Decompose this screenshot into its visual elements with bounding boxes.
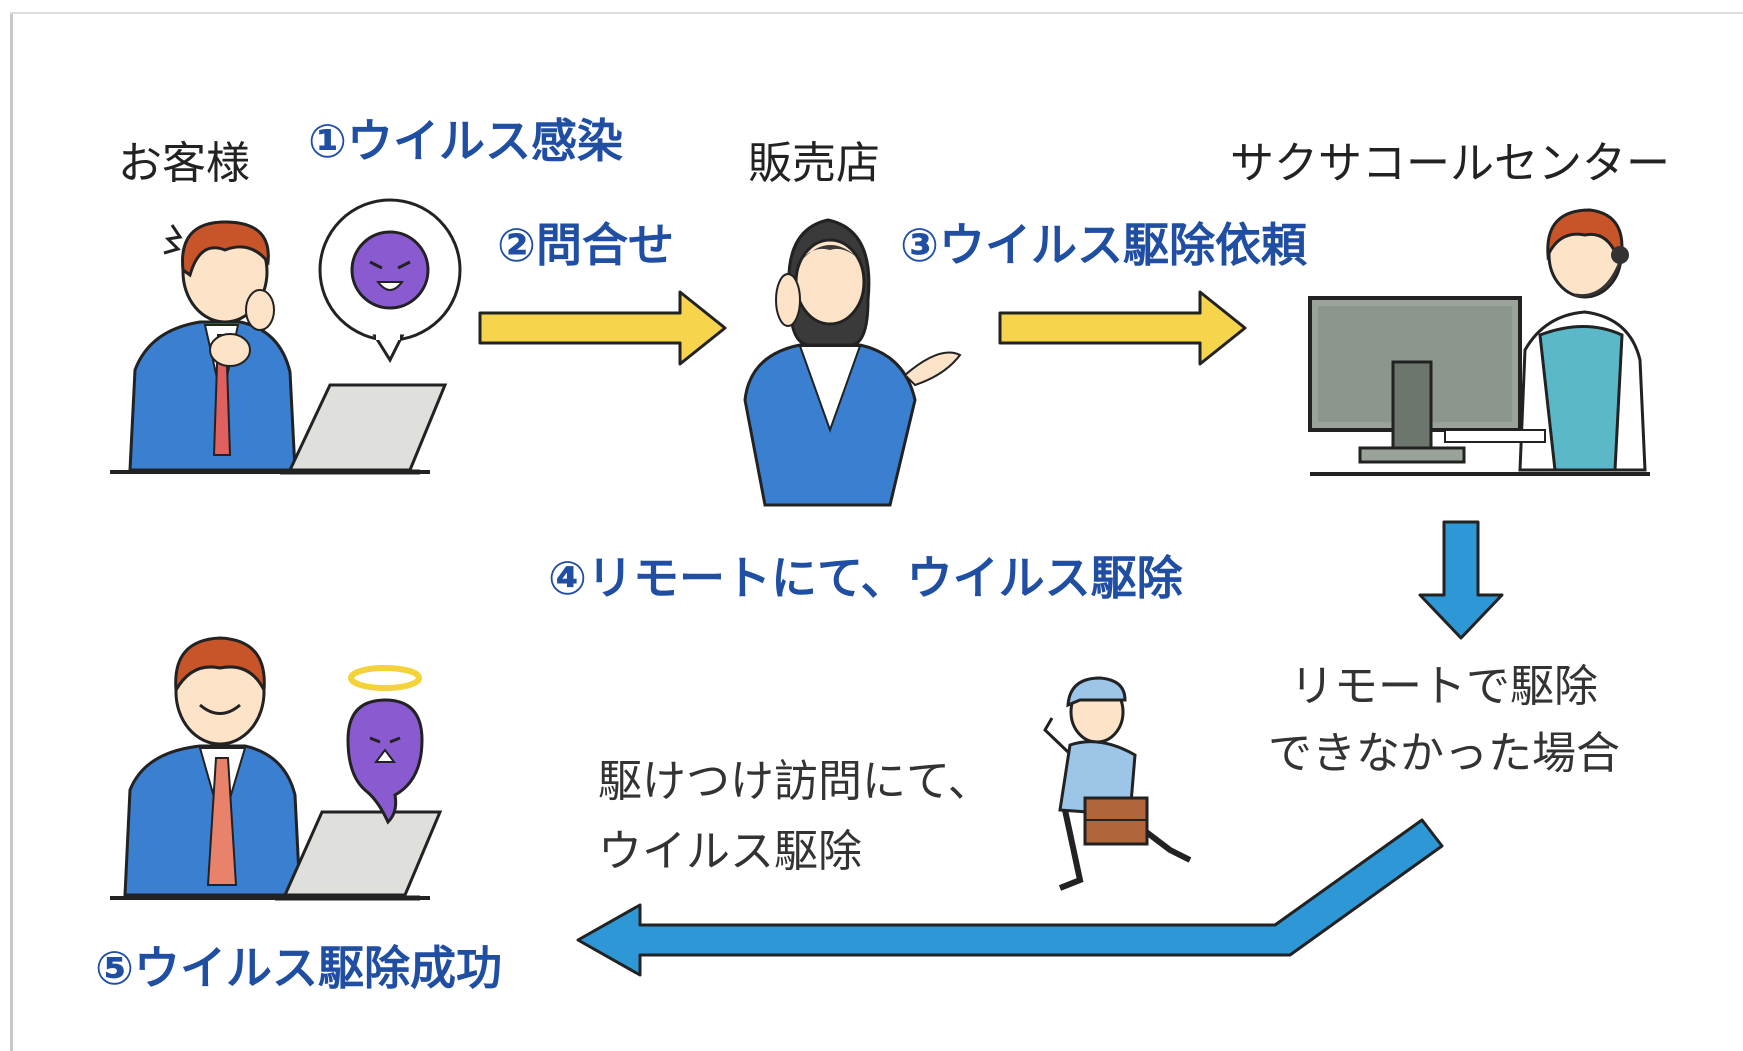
blue-arrow-down xyxy=(1418,520,1504,640)
visit-note-line-1: 駆けつけ訪問にて、 xyxy=(598,756,992,807)
step-2-label: ②問合せ xyxy=(497,218,674,272)
yellow-arrow-inquiry xyxy=(478,290,727,366)
step-1-label: ①ウイルス感染 xyxy=(308,114,623,168)
blue-arrow-return xyxy=(576,818,1444,977)
remote-failed-note-line-2: できなかった場合 xyxy=(1268,728,1620,779)
step-4-label: ④リモートにて、ウイルス駆除 xyxy=(548,551,1183,605)
actor-dealer-label: 販売店 xyxy=(748,138,880,189)
customer-happy-illustration xyxy=(110,636,443,901)
visit-note-line-2: ウイルス駆除 xyxy=(598,826,862,877)
actor-call-center-label: サクサコールセンター xyxy=(1230,138,1670,189)
yellow-arrow-request xyxy=(998,290,1247,366)
step-5-label: ⑤ウイルス駆除成功 xyxy=(95,941,502,995)
frame-border-top xyxy=(10,12,1743,14)
frame-border-left xyxy=(10,14,13,1051)
dealer-illustration xyxy=(743,218,962,507)
call-center-illustration xyxy=(1308,208,1650,476)
actor-customer-label: お客様 xyxy=(118,138,250,189)
step-3-label: ③ウイルス駆除依頼 xyxy=(900,218,1307,272)
technician-illustration xyxy=(1043,676,1192,891)
customer-worried-illustration xyxy=(110,198,462,475)
remote-failed-note-line-1: リモートで駆除 xyxy=(1290,661,1598,712)
